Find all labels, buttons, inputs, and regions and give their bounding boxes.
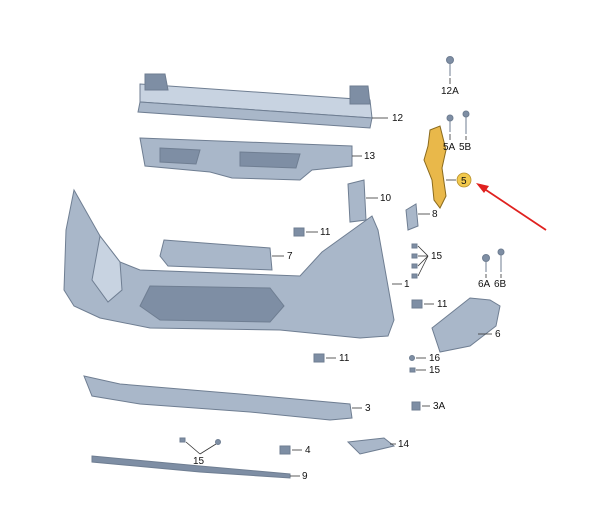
callout-6b: 6B xyxy=(494,279,507,290)
side-bracket-part-6 xyxy=(431,297,501,353)
callout-9: 9 xyxy=(302,471,308,482)
clips-15-right-icon xyxy=(411,243,418,279)
clip-15-mid-icon xyxy=(409,367,416,373)
callout-12a: 12A xyxy=(441,86,459,97)
callout-11-low: 11 xyxy=(339,353,350,364)
trim-part-14 xyxy=(346,437,396,455)
callout-12: 12 xyxy=(392,113,404,124)
clip-11-low-icon xyxy=(313,353,325,363)
callout-11-mid: 11 xyxy=(437,299,448,310)
callout-10: 10 xyxy=(380,193,392,204)
callout-14: 14 xyxy=(398,439,410,450)
callout-labels: 12A 12 13 5A 5B 5 10 8 11 7 15 6A 6B 1 1… xyxy=(193,86,507,482)
clip-11-mid-icon xyxy=(411,299,423,309)
callout-3: 3 xyxy=(365,403,371,414)
callout-5: 5 xyxy=(461,176,467,187)
callout-5a: 5A xyxy=(443,142,456,153)
bracket-part-5-highlighted xyxy=(423,125,447,209)
washer-16-icon xyxy=(409,355,415,361)
callout-11-top: 11 xyxy=(320,227,331,238)
fastener-5b-icon xyxy=(462,110,470,134)
callout-15-bottom: 15 xyxy=(193,456,205,467)
callout-5b: 5B xyxy=(459,142,472,153)
bracket-part-8 xyxy=(405,203,419,231)
clip-11-top-icon xyxy=(293,227,305,237)
lower-spoiler-part-3 xyxy=(83,375,353,421)
clip-3a-icon xyxy=(411,401,421,411)
callout-15-right: 15 xyxy=(431,251,443,262)
callout-15-mid: 15 xyxy=(429,365,441,376)
leader-lines xyxy=(185,78,502,477)
callout-6: 6 xyxy=(495,329,501,340)
trim-strip-part-9 xyxy=(91,455,291,479)
fastener-5a-icon xyxy=(446,114,454,132)
cover-part-10 xyxy=(347,179,367,223)
highlight-marker-5 xyxy=(456,172,472,188)
callout-6a: 6A xyxy=(478,279,491,290)
energy-absorber-part-13 xyxy=(139,137,353,181)
mounting-bracket-part-7 xyxy=(159,239,273,271)
fastener-6b-icon xyxy=(497,248,505,272)
fastener-12a-icon xyxy=(446,56,454,76)
reinforcement-bar-part-12 xyxy=(137,73,373,129)
pointer-arrow xyxy=(476,183,547,231)
callout-13: 13 xyxy=(364,151,376,162)
callout-8: 8 xyxy=(432,209,438,220)
callout-4: 4 xyxy=(305,445,311,456)
bumper-cover-part-1 xyxy=(63,188,395,339)
callout-7: 7 xyxy=(287,251,293,262)
callout-1: 1 xyxy=(404,279,410,290)
callout-16: 16 xyxy=(429,353,441,364)
callout-3a: 3A xyxy=(433,401,446,412)
clips-15-bottom-icon xyxy=(179,437,221,445)
fastener-6a-icon xyxy=(482,254,490,272)
clip-4-icon xyxy=(279,445,291,455)
